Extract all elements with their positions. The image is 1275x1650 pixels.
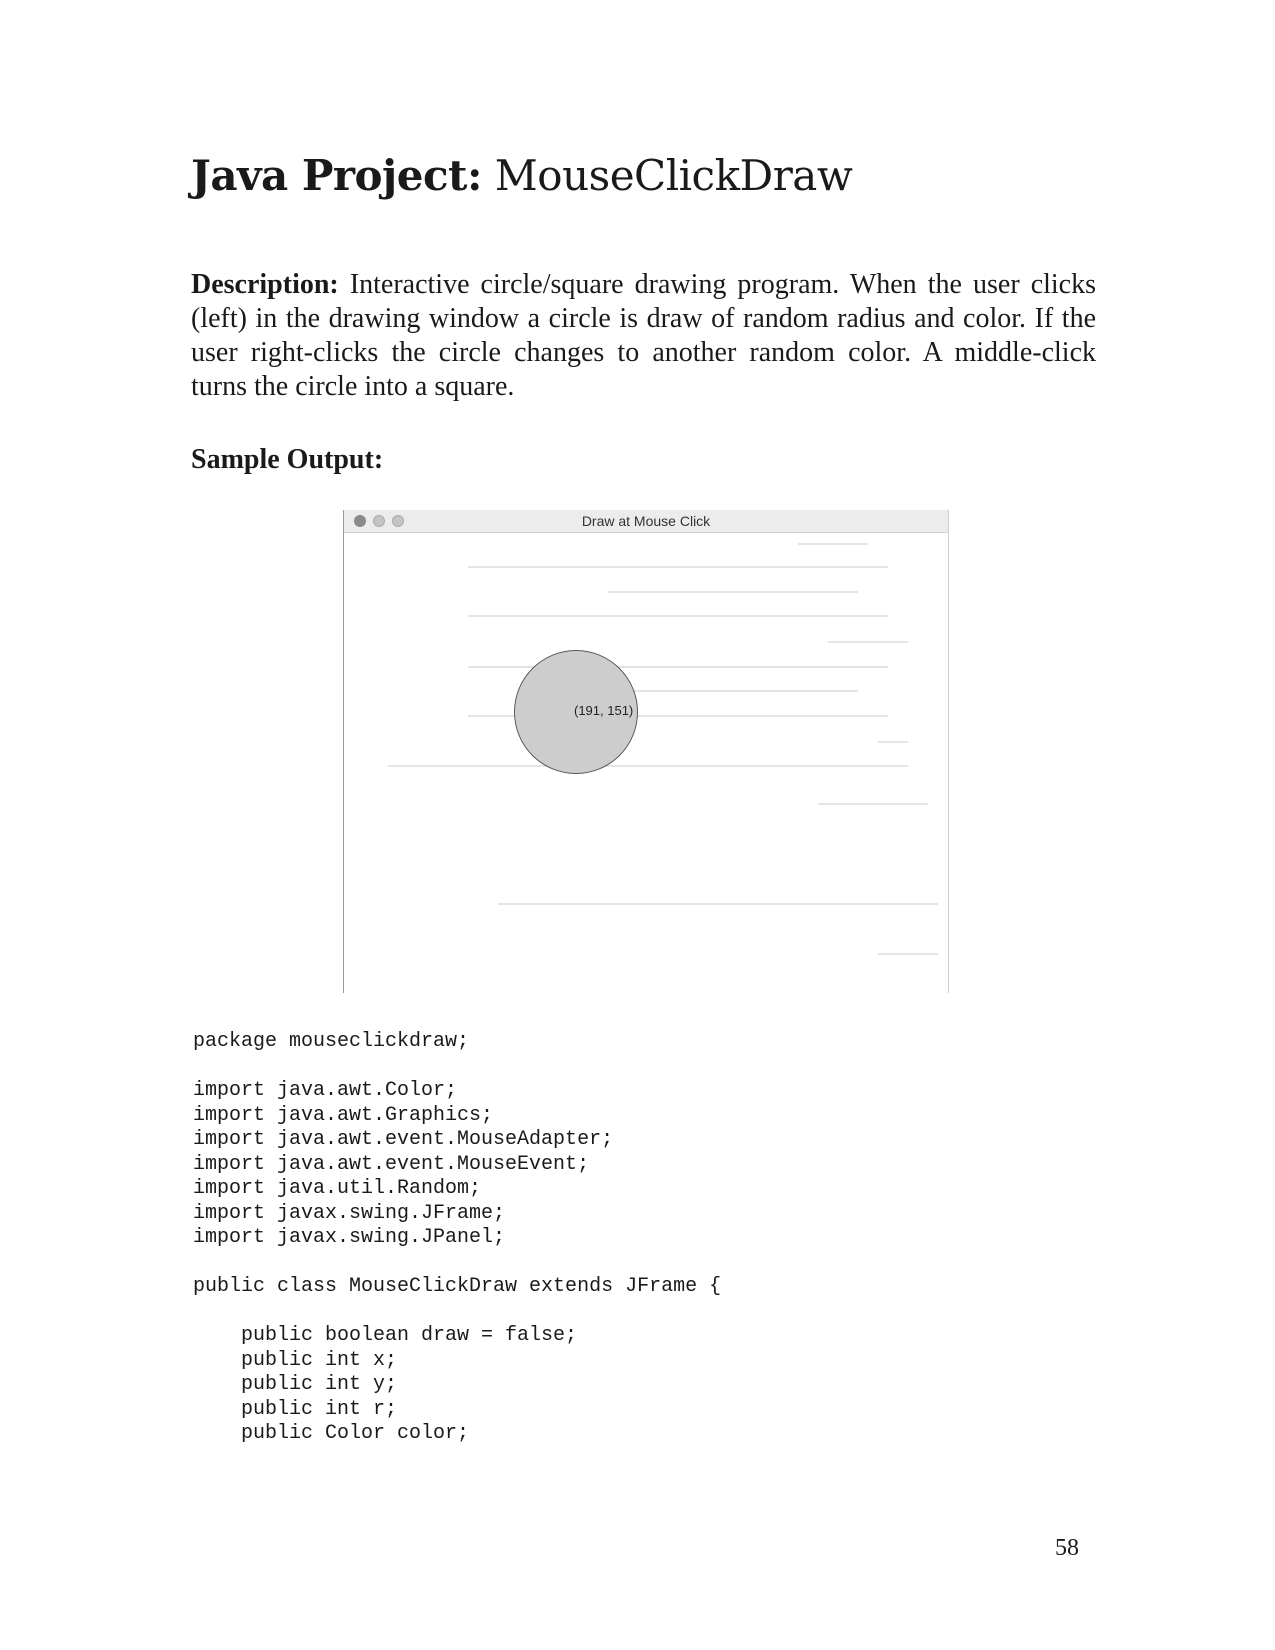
description-text: Interactive circle/square drawing progra… <box>191 269 1096 402</box>
description-label: Description: <box>191 269 339 300</box>
java-code-listing: package mouseclickdraw; import java.awt.… <box>193 1030 722 1445</box>
sample-output-heading: Sample Output: <box>191 444 384 475</box>
click-coordinate-label: (191, 151) <box>574 703 634 718</box>
page-number: 58 <box>1055 1535 1079 1561</box>
minimize-dot-icon <box>373 515 385 527</box>
window-title: Draw at Mouse Click <box>581 513 711 529</box>
window-titlebar: Draw at Mouse Click <box>344 510 948 533</box>
close-dot-icon <box>354 515 366 527</box>
description-paragraph: Description: Interactive circle/square d… <box>191 268 1096 404</box>
title-project-name: MouseClickDraw <box>481 151 853 200</box>
drawn-circle <box>514 650 638 774</box>
bleed-through-background <box>344 533 948 993</box>
title-prefix: Java Project: <box>191 151 482 200</box>
maximize-dot-icon <box>392 515 404 527</box>
drawing-canvas: (191, 151) <box>344 533 948 993</box>
app-window-screenshot: Draw at Mouse Click (191, 151) <box>343 510 949 993</box>
page-title: Java Project: MouseClickDraw <box>191 150 853 202</box>
